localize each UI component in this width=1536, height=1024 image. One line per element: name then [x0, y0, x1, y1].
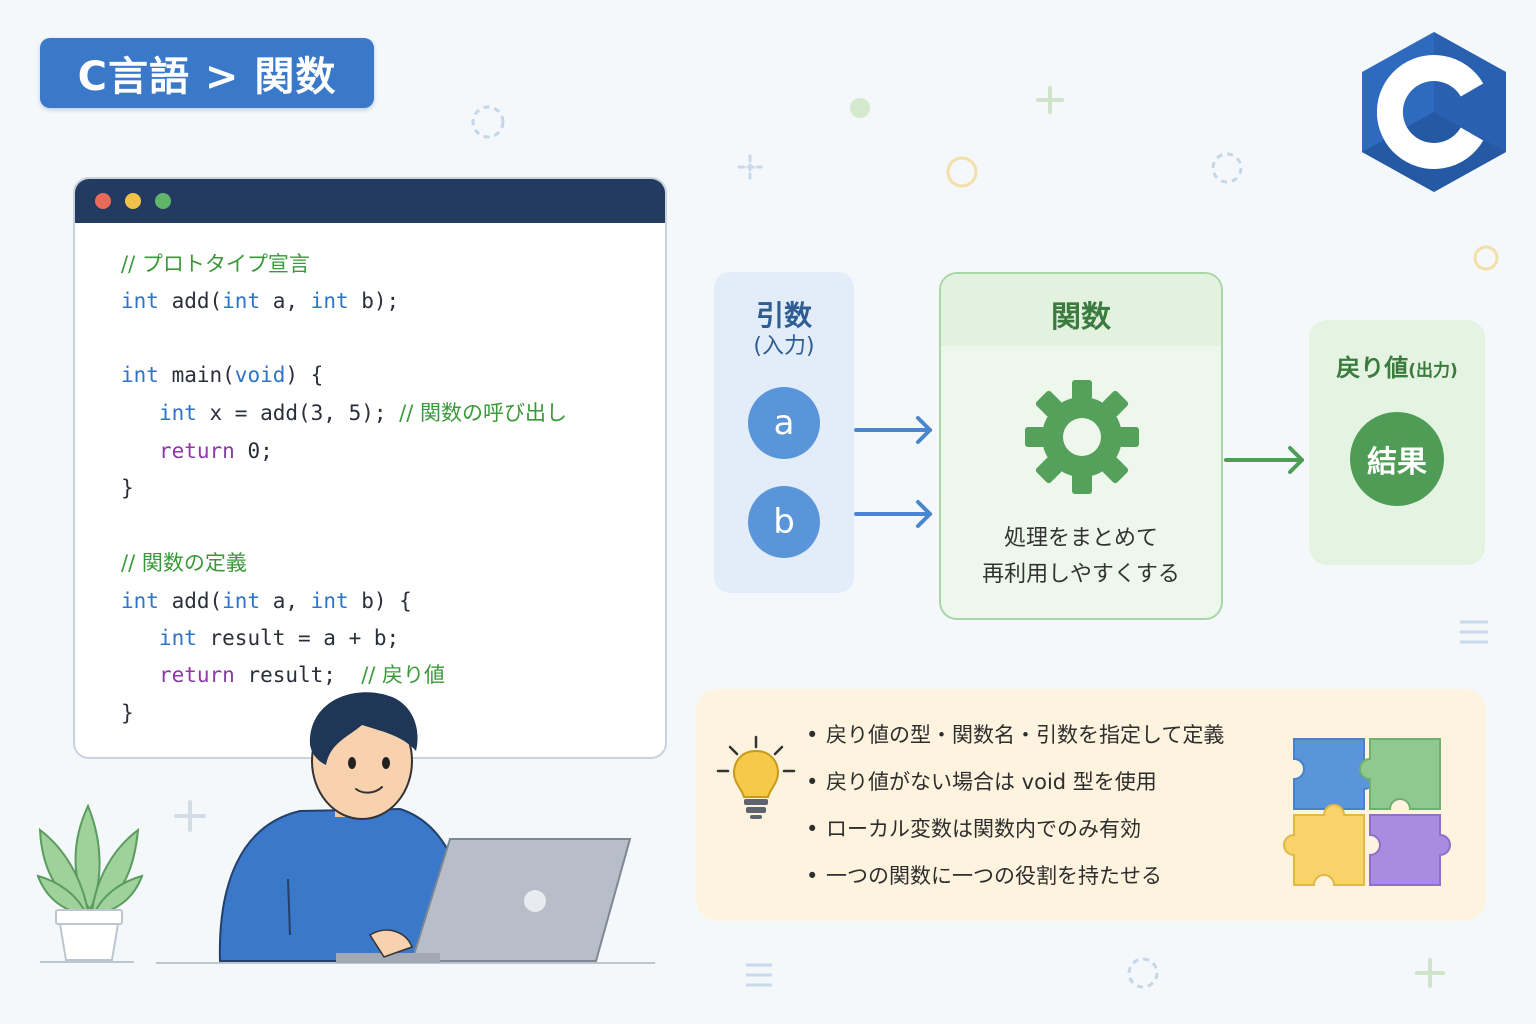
code-keyword: int: [222, 289, 261, 313]
code-line: }: [121, 698, 134, 728]
code-line: }: [121, 473, 134, 503]
minimize-dot-icon[interactable]: [125, 193, 141, 209]
code-text: [121, 439, 159, 463]
code-text: b) {: [348, 589, 412, 613]
code-text: ) {: [285, 363, 324, 387]
code-line: return 0;: [121, 436, 273, 466]
code-text: b);: [348, 289, 400, 313]
code-line: int result = a + b;: [121, 623, 399, 653]
code-comment: // プロトタイプ宣言: [121, 252, 310, 276]
code-keyword: void: [234, 363, 286, 387]
code-text: }: [121, 701, 134, 725]
tip-item: •一つの関数に一つの役割を持たせる: [806, 864, 1162, 888]
code-line: int add(int a, int b) {: [121, 586, 412, 616]
tips-panel: •戻り値の型・関数名・引数を指定して定義 •戻り値がない場合は void 型を使…: [696, 689, 1486, 921]
return-value-panel: 戻り値(出力) 結果: [1309, 320, 1485, 565]
gear-icon: [1025, 380, 1139, 494]
code-text: a,: [260, 289, 311, 313]
code-line: return result; // 戻り値: [121, 660, 445, 690]
code-comment: // 関数の定義: [121, 551, 247, 575]
code-text: }: [121, 476, 134, 500]
close-dot-icon[interactable]: [95, 193, 111, 209]
page-title: C言語 > 関数: [40, 38, 374, 108]
code-keyword: int: [310, 589, 349, 613]
code-text: result = a + b;: [196, 626, 400, 650]
window-titlebar: [75, 179, 665, 223]
arrow-right-icon: [854, 500, 932, 528]
function-panel: 関数 処理をまとめて 再利用しやすくする: [939, 272, 1223, 620]
code-keyword: int: [310, 289, 349, 313]
input-subtitle: (入力): [753, 334, 815, 359]
code-keyword: int: [121, 363, 159, 387]
code-text: result;: [234, 663, 362, 687]
code-text: [121, 626, 159, 650]
argument-b: b: [748, 486, 820, 558]
code-keyword: int: [158, 626, 197, 650]
code-text: main(: [158, 363, 235, 387]
code-keyword: return: [158, 663, 235, 687]
output-title-group: 戻り値(出力): [1309, 348, 1485, 383]
code-text: 0;: [234, 439, 273, 463]
tip-item: •戻り値の型・関数名・引数を指定して定義: [806, 723, 1225, 747]
code-line: int x = add(3, 5); // 関数の呼び出し: [121, 398, 567, 428]
code-comment: // 戻り値: [361, 663, 446, 687]
code-comment: // 関数の呼び出し: [399, 401, 567, 425]
code-line: int main(void) {: [121, 360, 323, 390]
arrow-right-icon: [1224, 446, 1304, 474]
code-keyword: int: [121, 289, 159, 313]
function-description-line2: 再利用しやすくする: [982, 562, 1180, 587]
function-description-line1: 処理をまとめて: [1003, 526, 1158, 551]
code-line: // 関数の定義: [121, 548, 247, 578]
tip-item: •戻り値がない場合は void 型を使用: [806, 770, 1157, 794]
code-text: a,: [260, 589, 311, 613]
plant-illustration: [36, 803, 144, 963]
result-badge: 結果: [1350, 412, 1444, 506]
code-text: [121, 401, 159, 425]
developer-illustration: [156, 692, 655, 964]
function-title: 関数: [1051, 300, 1111, 335]
code-keyword: int: [158, 401, 197, 425]
code-text: [121, 663, 159, 687]
code-keyword: int: [222, 589, 261, 613]
tip-item: •ローカル変数は関数内でのみ有効: [806, 817, 1141, 841]
code-text: x = add(3, 5);: [196, 401, 400, 425]
argument-a: a: [748, 387, 820, 459]
arrow-right-icon: [854, 416, 932, 444]
maximize-dot-icon[interactable]: [155, 193, 171, 209]
flow-arrows: [854, 416, 1304, 528]
output-title: 戻り値: [1336, 354, 1409, 382]
code-line: // プロトタイプ宣言: [121, 249, 310, 279]
c-language-logo: [1362, 32, 1506, 192]
code-line: int add(int a, int b);: [121, 286, 399, 316]
puzzle-icon: [1283, 738, 1451, 886]
input-arguments-panel: 引数 (入力) a b: [714, 272, 854, 593]
code-keyword: int: [121, 589, 159, 613]
code-text: add(: [158, 589, 223, 613]
code-text: add(: [158, 289, 223, 313]
input-title: 引数: [755, 299, 812, 332]
output-subtitle: (出力): [1408, 361, 1458, 381]
code-keyword: return: [158, 439, 235, 463]
lightbulb-icon: [716, 735, 796, 819]
